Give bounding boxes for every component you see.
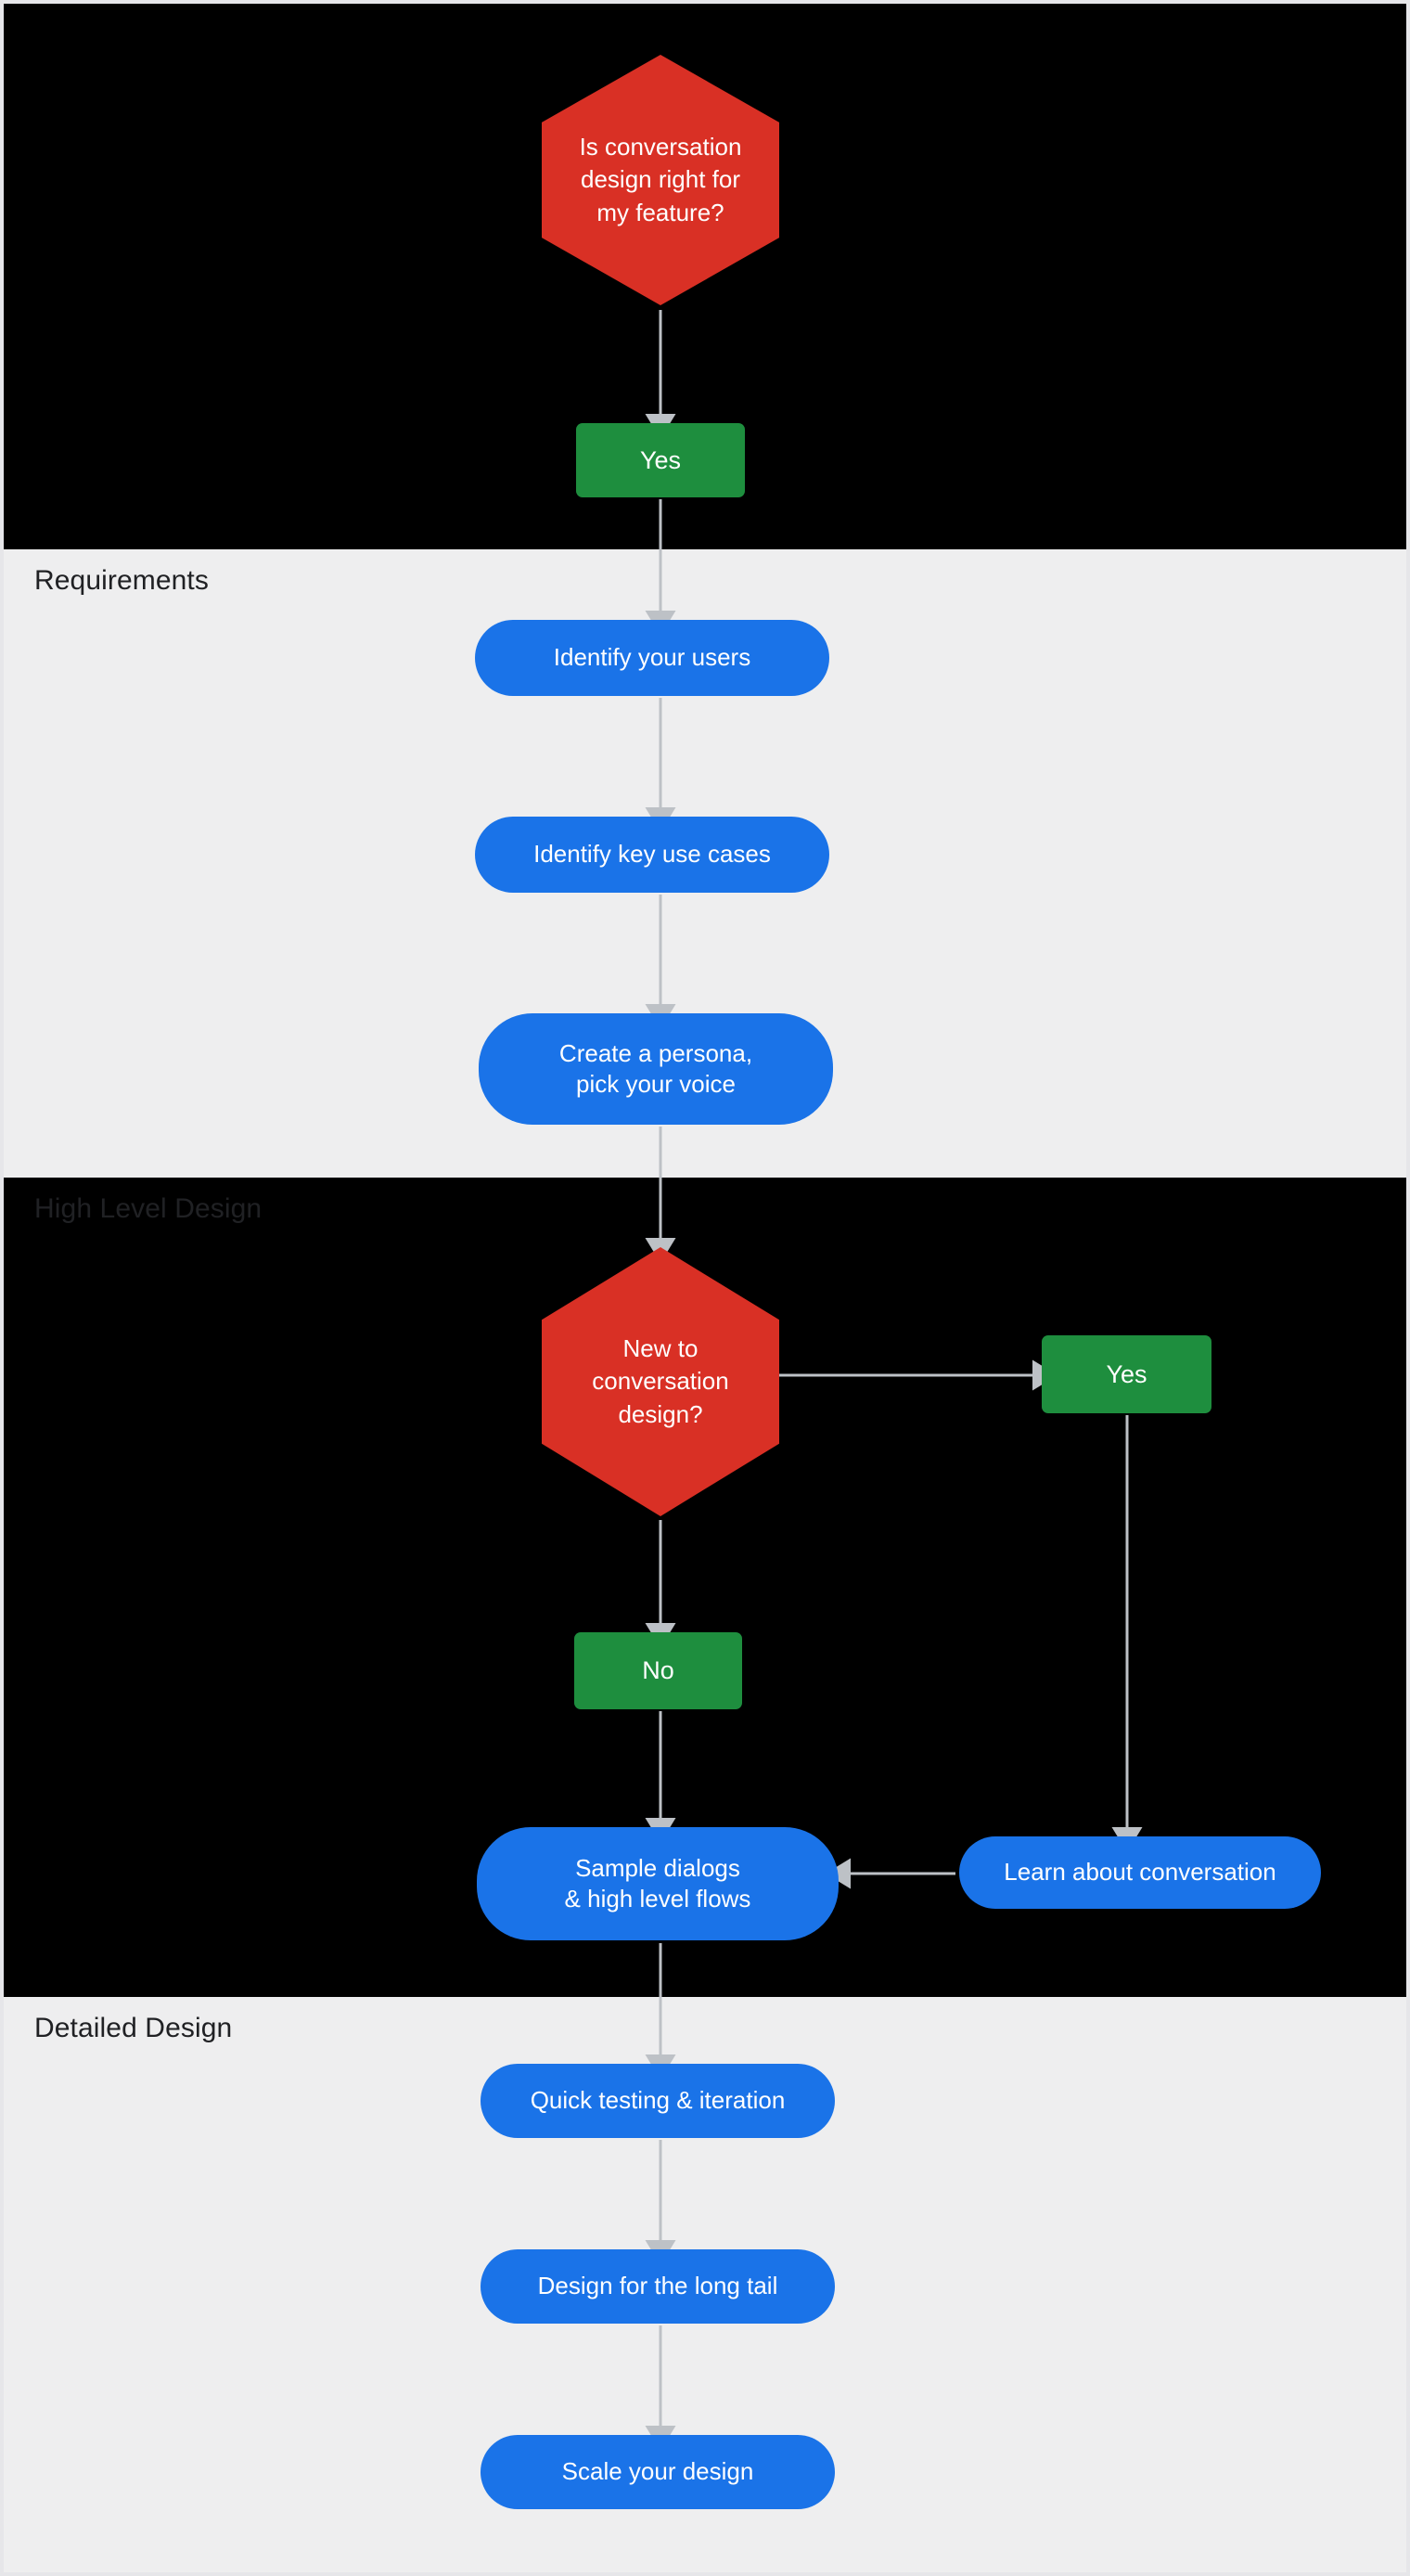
step-node-sampledialogs[interactable]: Sample dialogs & high level flows (477, 1827, 839, 1940)
decision-node-label: Is conversation design right for my feat… (579, 133, 742, 226)
answer-node-no1[interactable]: No (574, 1632, 742, 1709)
step-node-quicktesting[interactable]: Quick testing & iteration (481, 2064, 835, 2138)
step-node-longtail[interactable]: Design for the long tail (481, 2249, 835, 2324)
step-node-usecases[interactable]: Identify key use cases (475, 817, 829, 893)
step-node-scale[interactable]: Scale your design (481, 2435, 835, 2509)
answer-node-yes1[interactable]: Yes (576, 423, 745, 497)
step-node-learnabout[interactable]: Learn about conversation (959, 1836, 1321, 1909)
step-node-persona[interactable]: Create a persona, pick your voice (479, 1013, 833, 1125)
step-node-identifyusers[interactable]: Identify your users (475, 620, 829, 696)
decision-node-q1[interactable]: Is conversation design right for my feat… (542, 55, 779, 305)
answer-node-yes2[interactable]: Yes (1042, 1335, 1211, 1413)
section-label-high-level-design: High Level Design (34, 1193, 263, 1224)
section-label-detailed-design: Detailed Design (34, 2013, 233, 2043)
decision-node-label: New to conversation design? (592, 1334, 729, 1428)
section-label-requirements: Requirements (34, 565, 209, 596)
decision-node-q2[interactable]: New to conversation design? (542, 1247, 779, 1516)
